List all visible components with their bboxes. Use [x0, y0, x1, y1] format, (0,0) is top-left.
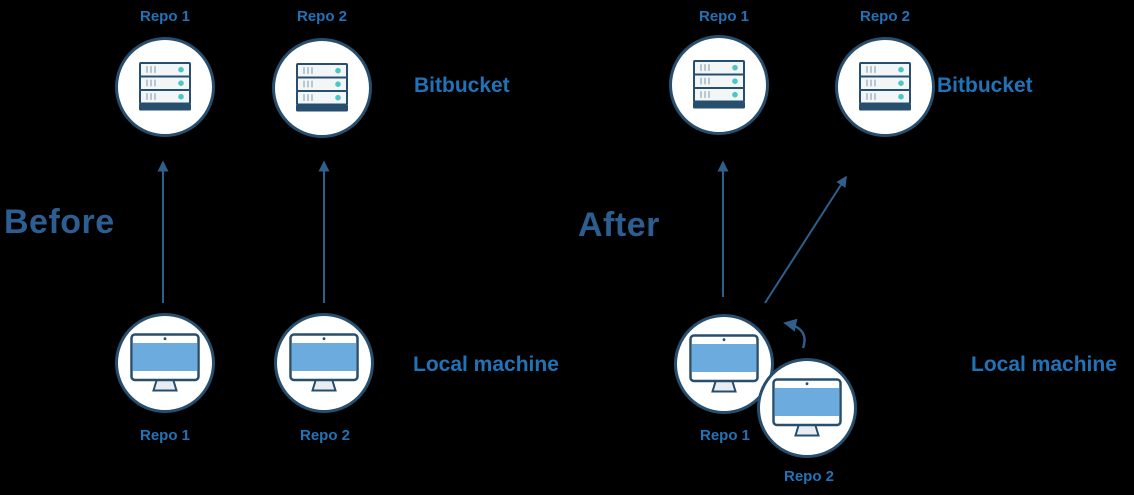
after-bitbucket-repo2-node	[835, 37, 935, 137]
before-bitbucket-repo2-label: Repo 2	[296, 8, 348, 25]
before-bitbucket-repo1-label: Repo 1	[139, 8, 191, 25]
before-local-repo1-node	[115, 313, 215, 413]
desktop-computer-icon	[689, 334, 759, 395]
after-bitbucket-repo2-label: Repo 2	[859, 8, 911, 25]
before-bitbucket-repo1-node	[115, 37, 215, 137]
server-icon	[139, 62, 191, 112]
after-bitbucket-repo1-label: Repo 1	[698, 8, 750, 25]
before-bitbucket-label: Bitbucket	[414, 74, 510, 97]
after-local-repo2-label: Repo 2	[783, 468, 835, 485]
before-heading: Before	[4, 203, 115, 241]
before-local-repo2-label: Repo 2	[299, 427, 351, 444]
after-push-arrow-repo2-diagonal	[764, 175, 847, 304]
before-bitbucket-repo2-node	[272, 38, 372, 138]
after-local-repo2-node	[757, 358, 857, 458]
after-bitbucket-label: Bitbucket	[937, 74, 1033, 97]
before-local-repo2-node	[274, 313, 374, 413]
before-local-machine-label: Local machine	[413, 353, 559, 376]
after-local-repo1-label: Repo 1	[699, 427, 751, 444]
after-local-machine-label: Local machine	[971, 353, 1117, 376]
desktop-computer-icon	[772, 378, 842, 439]
before-local-repo1-label: Repo 1	[139, 427, 191, 444]
desktop-computer-icon	[289, 333, 359, 394]
after-bitbucket-repo1-node	[669, 35, 769, 135]
desktop-computer-icon	[130, 333, 200, 394]
after-heading: After	[578, 206, 660, 244]
server-icon	[859, 62, 911, 112]
server-icon	[296, 63, 348, 113]
after-merge-curved-arrow	[783, 318, 806, 349]
server-icon	[693, 60, 745, 110]
